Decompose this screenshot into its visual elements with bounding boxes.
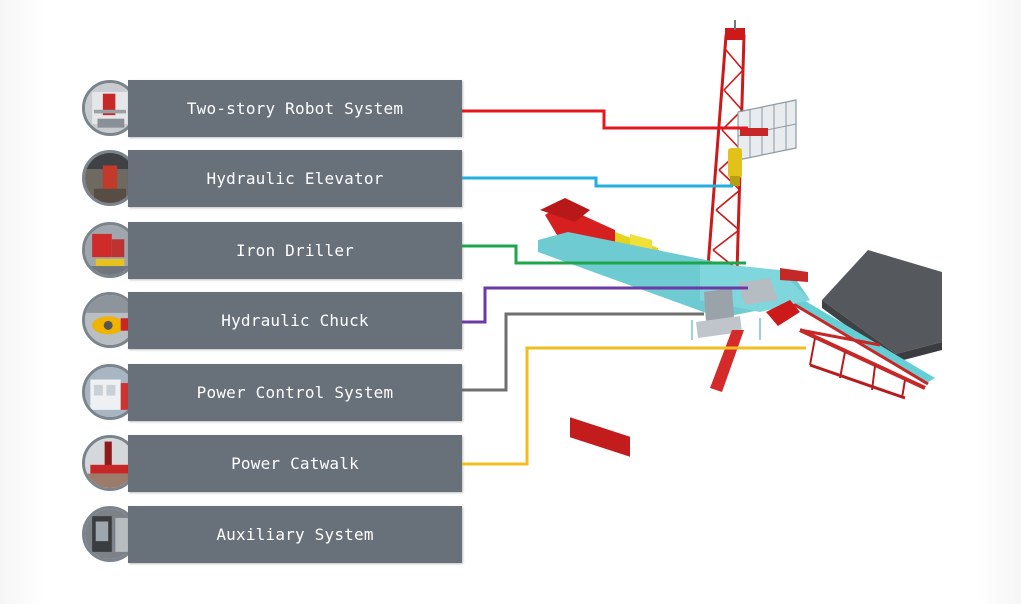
catwalk-shelter: [822, 250, 942, 362]
label-iron-driller: Iron Driller: [128, 222, 462, 279]
label-text: Power Control System: [196, 383, 394, 402]
label-text: Hydraulic Chuck: [221, 311, 369, 330]
label-text: Iron Driller: [236, 241, 354, 260]
leader-line-hydraulic-chuck: [462, 286, 748, 324]
catwalk-ramp: [769, 286, 935, 400]
rig-floor: [538, 232, 810, 340]
leader-line-hydraulic-elevator: [462, 176, 733, 188]
label-auxiliary-system: Auxiliary System: [128, 506, 462, 563]
label-hydraulic-chuck: Hydraulic Chuck: [128, 292, 462, 349]
leader-line-power-catwalk: [462, 346, 806, 466]
label-text: Hydraulic Elevator: [206, 169, 384, 188]
label-two-story-robot-system: Two-story Robot System: [128, 80, 462, 137]
label-text: Power Catwalk: [231, 454, 359, 473]
hydraulic-elevator: [728, 148, 742, 186]
leader-line-power-control: [462, 312, 704, 392]
leader-line-iron-driller: [462, 244, 746, 265]
hydraulic-chuck-photo: [82, 292, 138, 348]
label-hydraulic-elevator: Hydraulic Elevator: [128, 150, 462, 207]
power-control-photo: [82, 364, 138, 420]
v-door-slide: [710, 268, 808, 392]
label-power-catwalk: Power Catwalk: [128, 435, 462, 492]
label-text: Two-story Robot System: [186, 99, 404, 118]
label-power-control-system: Power Control System: [128, 364, 462, 421]
label-text: Auxiliary System: [216, 525, 374, 544]
auxiliary-system-photo: [82, 506, 138, 562]
robot-platform: [737, 99, 797, 161]
leader-line-robot-system: [462, 109, 748, 130]
